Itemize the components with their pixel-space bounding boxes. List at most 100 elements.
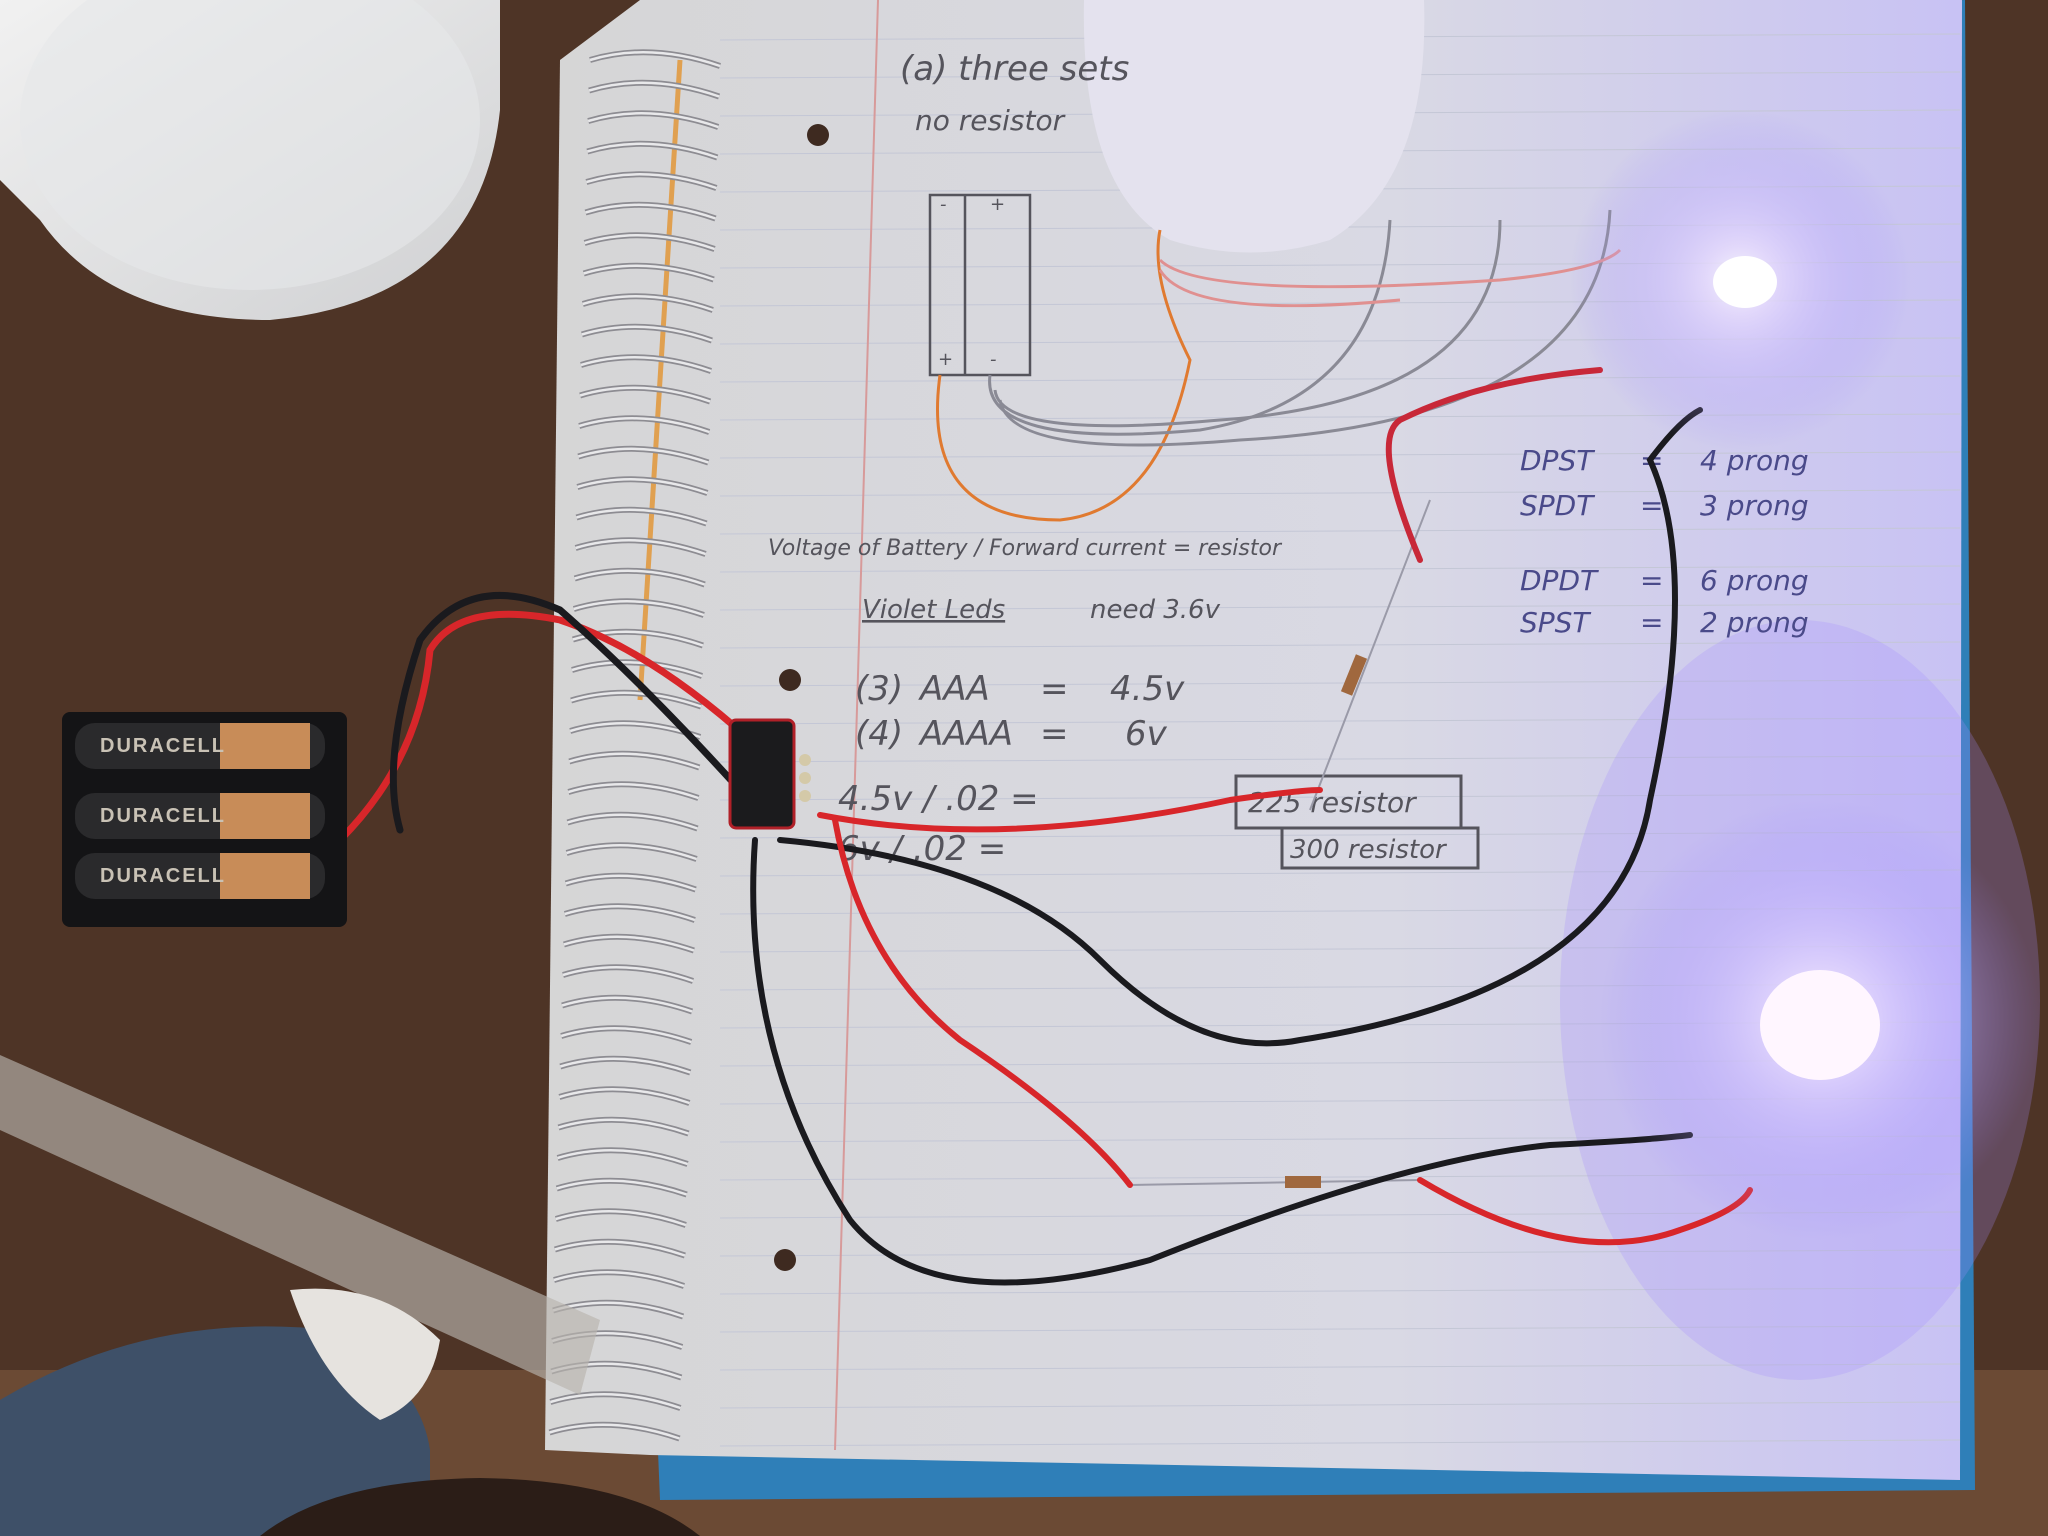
ruled-line [719,717,1961,725]
switch-note-eq: = [1640,489,1663,522]
ruled-line [719,641,1961,649]
ruled-line [719,451,1961,459]
spiral-ring-highlight [556,1179,688,1196]
sketch-label: - [990,349,997,370]
calc-row-1: 4.5v / .02 = 225 resistor [838,774,1463,830]
page-hole [774,1249,796,1271]
plastic-cup [0,0,500,320]
page-hole [779,669,801,691]
svg-text:AAA: AAA [918,669,990,709]
spiral-ring-highlight [565,874,697,891]
svg-text:4.5v / .02 =: 4.5v / .02 = [838,779,1039,819]
spiral-ring-highlight [573,600,705,617]
switch-note-prongs: 3 prong [1700,489,1809,522]
note-top-line2: no resistor [915,104,1066,137]
ruled-line [719,1249,1961,1257]
spiral-ring-highlight [578,417,710,434]
battery-brand: DURACELL [100,735,226,757]
spiral-ring-highlight [585,203,716,220]
ruled-line [719,793,1961,801]
svg-text:=: = [1040,714,1069,754]
battery-copper-top [220,853,310,899]
spiral-ring-highlight [577,447,709,464]
formula-note: Voltage of Battery / Forward current = r… [768,536,1283,561]
svg-text:(3): (3) [855,669,903,709]
black-wire-to-led1 [777,407,1703,1047]
spiral-ring-highlight [586,142,718,159]
battery-sketch [928,193,1032,377]
svg-text:AAAA: AAAA [918,714,1013,754]
sketch-label: - [940,194,947,215]
spiral-ring-highlight [582,295,714,312]
spiral-ring-highlight [584,234,716,251]
spiral-ring-highlight [554,1240,686,1257]
spiral-ring-highlight [581,325,713,342]
svg-text:6v: 6v [1125,714,1168,754]
red-wire-battery [336,610,754,844]
spiral-ring-highlight [566,844,698,861]
spiral-ring-highlight [549,1423,680,1440]
battery-copper-top [220,723,310,769]
svg-text:(4): (4) [855,714,903,754]
spiral-ring-highlight [574,569,706,586]
spiral-ring-highlight [561,996,693,1013]
violet-leds-need: need 3.6v [1090,595,1221,625]
slide-switch [728,718,811,830]
spiral-ring-highlight [553,1271,685,1288]
spiral-ring-highlight [570,691,702,708]
person-leg-jeans [0,1326,430,1536]
battery-brand: DURACELL [100,865,226,887]
spiral-ring-highlight [589,51,721,68]
battery-row-1: (3) AAA = 4.5v [855,669,1185,709]
red-wire-upper-led [1385,367,1603,563]
wires [336,367,1753,1286]
spiral-ring-highlight [567,813,698,830]
switch-note-prongs: 6 prong [1700,564,1809,597]
ruled-line [719,1363,1961,1371]
red-wire-lower [832,817,1133,1188]
ruled-line [719,1325,1961,1333]
violet-led-upper [1570,110,1910,450]
spiral-ring-highlight [564,905,696,922]
spiral-ring-highlight [586,173,717,190]
spiral-ring-highlight [559,1057,691,1074]
spiral-ring-highlight [555,1210,687,1227]
spiral-ring-highlight [583,264,715,281]
ruled-line [719,1401,1961,1409]
ruled-line [719,755,1961,763]
black-wire-battery [389,591,744,834]
battery-copper-top [220,793,310,839]
battery-row-2: (4) AAAA = 6v [855,714,1168,754]
ruled-line [719,603,1961,611]
spiral-ring-highlight [568,783,699,800]
foreground-object [260,1478,700,1536]
page-hole [807,124,829,146]
ruled-line [719,679,1961,687]
spiral-ring-highlight [571,661,703,678]
violet-leds-heading: Violet Leds [862,595,1005,625]
switch-note-type: DPDT [1520,564,1599,597]
spiral-ring-highlight [576,508,707,525]
spiral-ring-highlight [580,356,712,373]
ruled-line [719,527,1961,535]
switch-note-type: DPST [1520,444,1595,477]
switch-note-eq: = [1640,606,1663,639]
black-wire-lower [750,837,1693,1286]
spiral-ring-highlight [587,112,719,129]
switch-note-prongs: 4 prong [1700,444,1809,477]
spiral-ring-highlight [575,539,707,556]
ruled-line [719,489,1961,497]
svg-text:4.5v: 4.5v [1110,669,1185,709]
spiral-ring-highlight [560,1027,692,1044]
switch-note-eq: = [1640,564,1663,597]
spiral-ring-highlight [557,1149,689,1166]
spiral-ring-highlight [588,81,720,98]
lamp-shade [1083,0,1425,253]
white-sock [290,1288,440,1420]
orange-page-edge [637,59,683,701]
switch-note-prongs: 2 prong [1700,606,1809,639]
spiral-ring-highlight [579,386,711,403]
